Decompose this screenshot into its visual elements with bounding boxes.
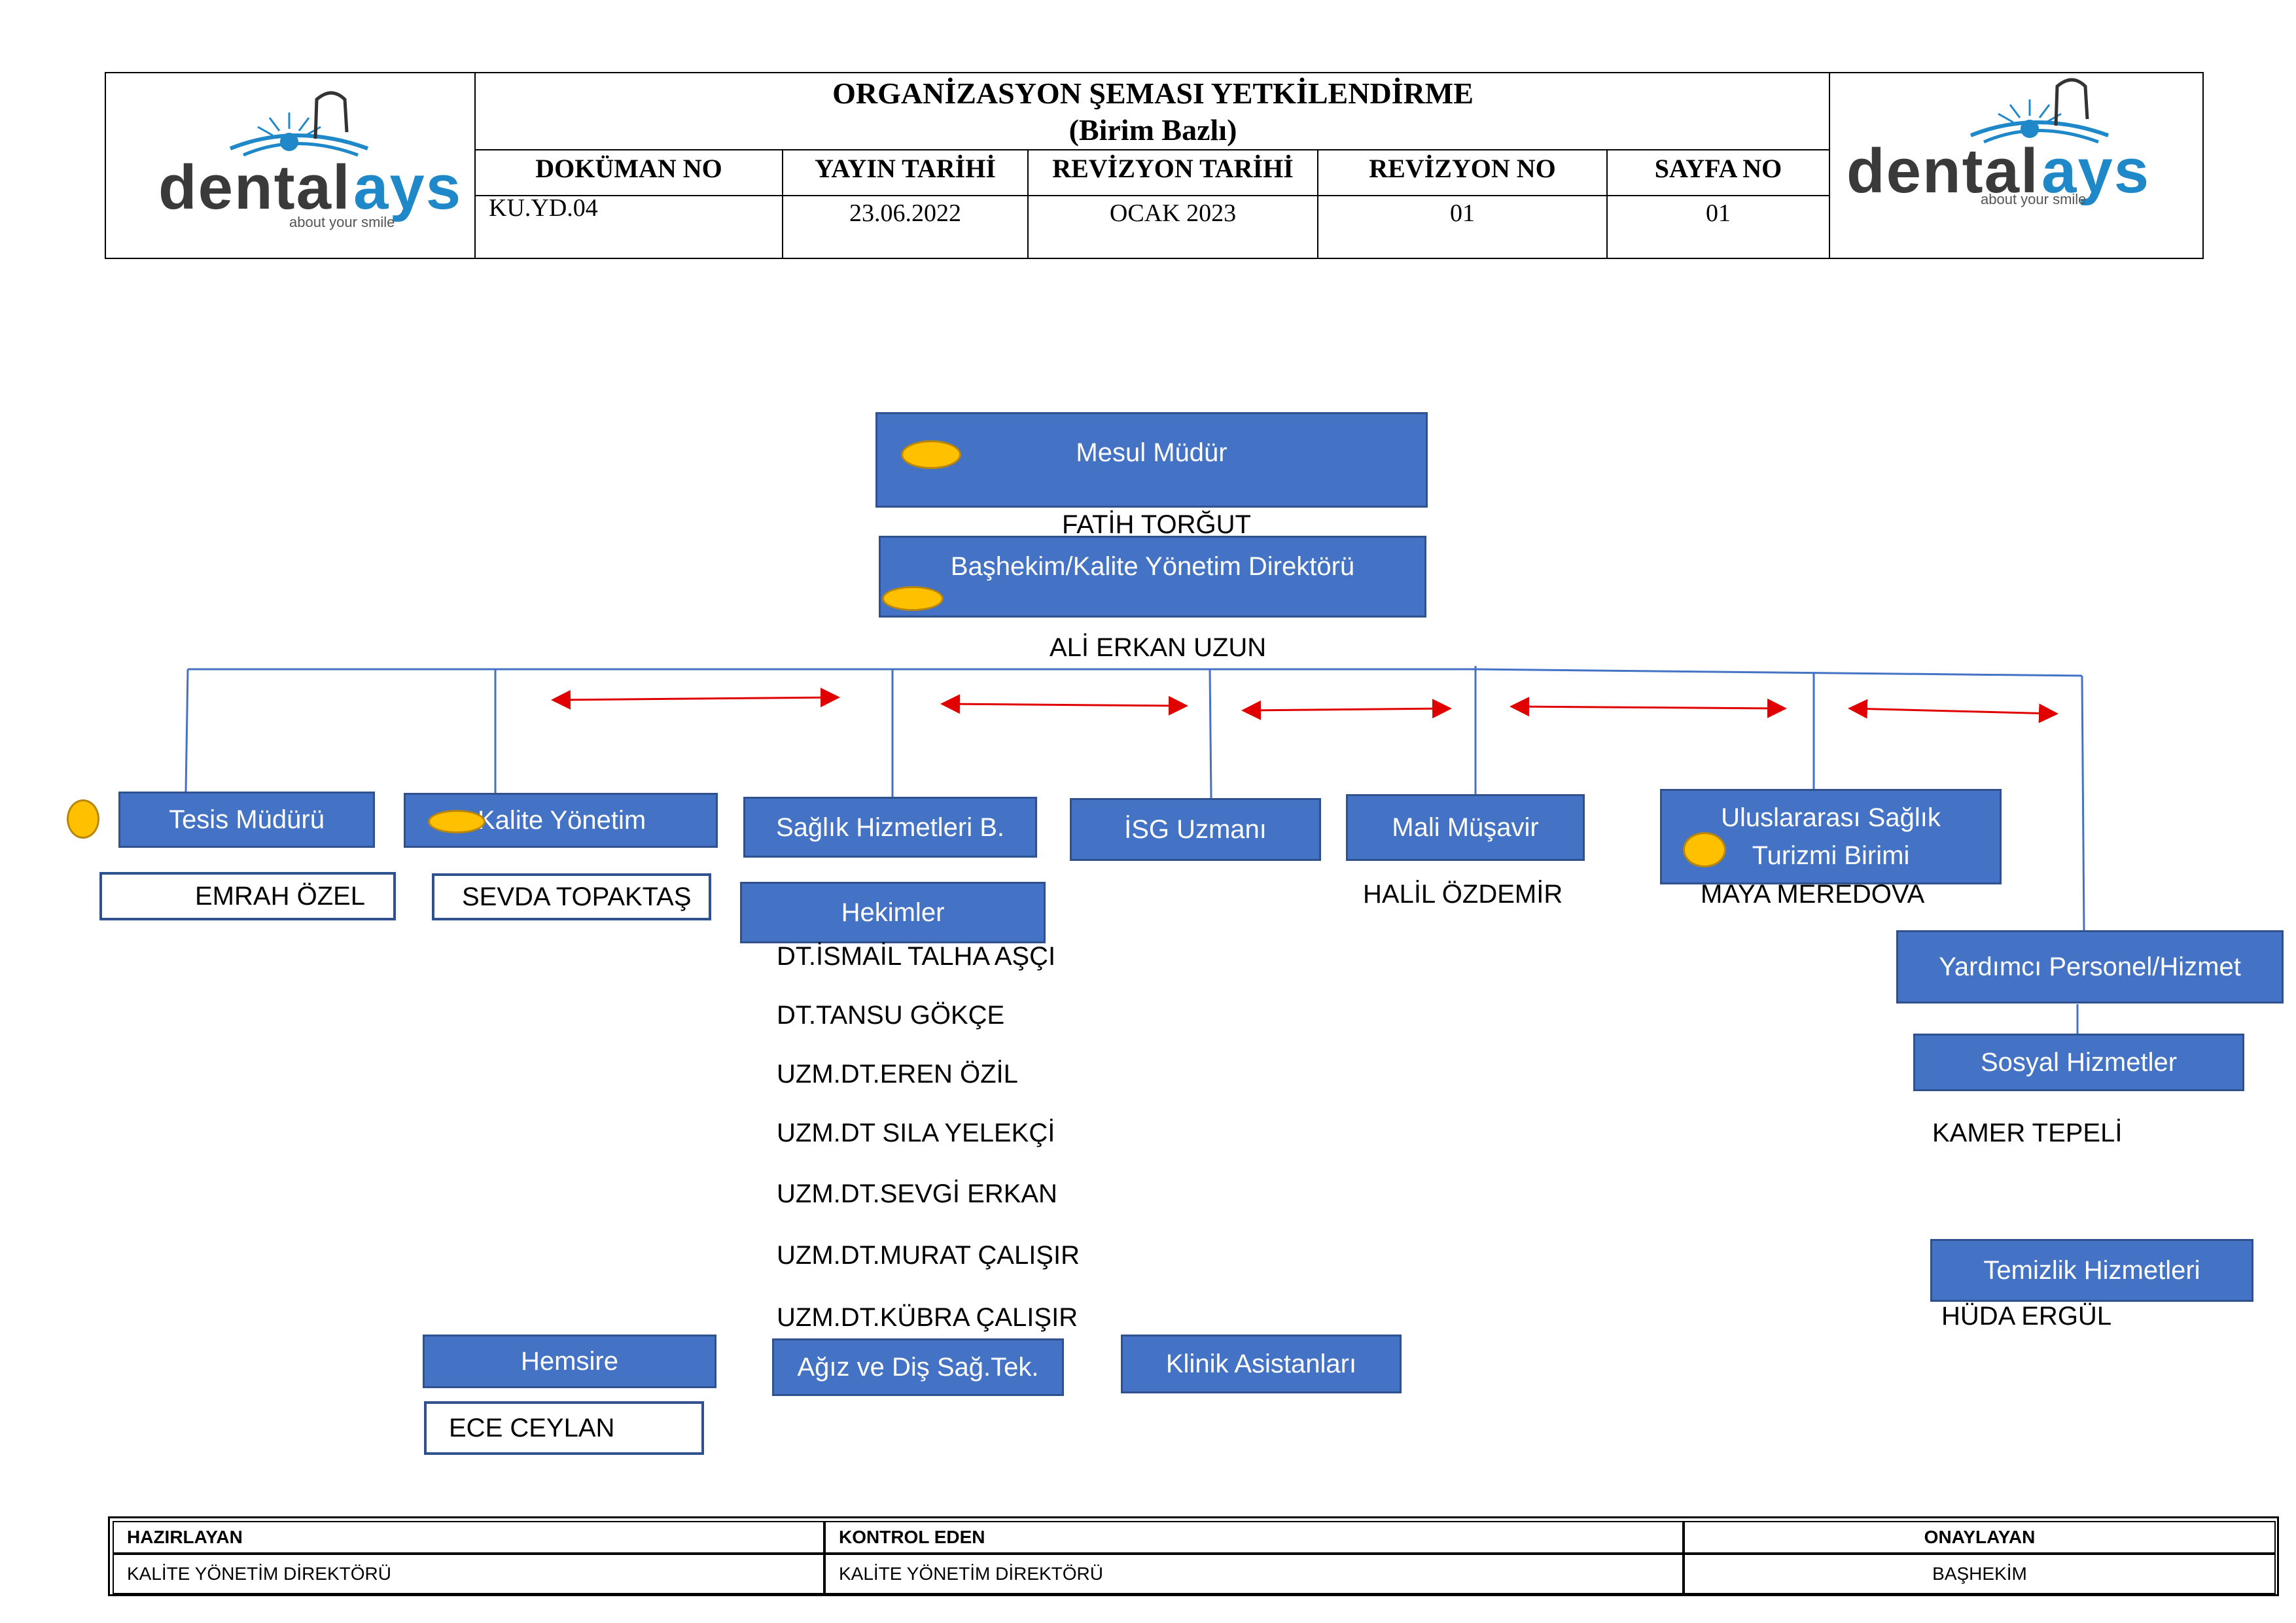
hekim-member: UZM.DT SILA YELEKÇİ — [777, 1119, 1055, 1147]
mesul-mudur-name: FATİH TORĞUT — [1062, 510, 1251, 539]
right-logo: dental ays about your smile — [1840, 73, 2200, 243]
tesis-muduru-box: Tesis Müdürü — [118, 792, 375, 848]
hekim-member: DT.TANSU GÖKÇE — [777, 1001, 1005, 1030]
controlled-label: KONTROL EDEN — [824, 1521, 1684, 1554]
uluslararasi-title-line2: Turizmi Birimi — [1752, 841, 1910, 870]
agiz-dis-box: Ağız ve Diş Sağ.Tek. — [772, 1338, 1064, 1396]
bashekim-name: ALİ ERKAN UZUN — [1050, 633, 1267, 662]
temizlik-hizmetleri-name: HÜDA ERGÜL — [1941, 1302, 2112, 1331]
page-no-value: 01 — [1706, 200, 1731, 227]
controlled-value: KALİTE YÖNETİM DİREKTÖRÜ — [824, 1554, 1684, 1594]
uluslararasi-box: Uluslararası Sağlık Turizmi Birimi — [1660, 789, 2002, 884]
logo-word-blue: ays — [353, 152, 463, 222]
hemsire-name-box: ECE CEYLAN — [424, 1401, 704, 1455]
prepared-value: KALİTE YÖNETİM DİREKTÖRÜ — [113, 1554, 824, 1594]
yardimci-personel-box: Yardımcı Personel/Hizmet — [1896, 930, 2284, 1003]
hemsire-name: ECE CEYLAN — [449, 1413, 615, 1442]
saglik-hizmetleri-box: Sağlık Hizmetleri B. — [743, 797, 1037, 858]
revision-no-label: REVİZYON NO — [1369, 154, 1556, 183]
document-title: ORGANİZASYON ŞEMASI YETKİLENDİRME — [832, 77, 1474, 110]
hekim-member: DT.İSMAİL TALHA AŞÇI — [777, 942, 1056, 971]
left-logo: dental ays about your smile — [132, 80, 461, 250]
kalite-yonetim-name-box: SEVDA TOPAKTAŞ — [432, 873, 711, 920]
revision-date-label: REVİZYON TARİHİ — [1052, 154, 1294, 183]
hekimler-box: Hekimler — [740, 882, 1046, 943]
document-subtitle: (Birim Bazlı) — [1069, 113, 1237, 147]
role-marker-icon — [901, 440, 961, 469]
role-marker-icon — [428, 810, 486, 833]
doc-no-value: KU.YD.04 — [489, 194, 598, 222]
hekimler-title: Hekimler — [841, 898, 945, 927]
sosyal-hizmetler-box: Sosyal Hizmetler — [1913, 1034, 2244, 1091]
temizlik-hizmetleri-title: Temizlik Hizmetleri — [1983, 1256, 2200, 1285]
bashekim-box: Başhekim/Kalite Yönetim Direktörü — [879, 536, 1426, 618]
mali-musavir-box: Mali Müşavir — [1346, 794, 1585, 861]
kalite-yonetim-name: SEVDA TOPAKTAŞ — [462, 882, 692, 911]
role-marker-icon — [882, 586, 944, 611]
mali-musavir-title: Mali Müşavir — [1392, 813, 1539, 842]
page-no-label: SAYFA NO — [1654, 154, 1782, 183]
prepared-label: HAZIRLAYAN — [113, 1521, 824, 1554]
isg-uzmani-title: İSG Uzmanı — [1124, 815, 1267, 844]
tesis-muduru-name-box: EMRAH ÖZEL — [99, 872, 396, 920]
yardimci-personel-title: Yardımcı Personel/Hizmet — [1939, 952, 2241, 981]
klinik-asistanlari-box: Klinik Asistanları — [1121, 1335, 1402, 1393]
hekim-member: UZM.DT.SEVGİ ERKAN — [777, 1179, 1057, 1208]
mesul-mudur-box: Mesul Müdür — [875, 412, 1428, 508]
tooth-sun-icon — [1969, 78, 2110, 144]
logo-word-dark: dental — [158, 152, 351, 222]
document-header: dental ays about your smile ORGANİZASYON… — [105, 72, 2204, 259]
mesul-mudur-title: Mesul Müdür — [1076, 438, 1227, 467]
publish-date-value: 23.06.2022 — [849, 200, 961, 227]
saglik-hizmetleri-title: Sağlık Hizmetleri B. — [776, 812, 1004, 842]
approved-value: BAŞHEKİM — [1684, 1554, 2276, 1594]
sosyal-hizmetler-title: Sosyal Hizmetler — [1980, 1048, 2178, 1077]
doc-no-label: DOKÜMAN NO — [535, 154, 722, 183]
logo-word-dark: dental — [1846, 136, 2040, 206]
hekim-member: UZM.DT.KÜBRA ÇALIŞIR — [777, 1303, 1078, 1332]
bashekim-title: Başhekim/Kalite Yönetim Direktörü — [950, 552, 1355, 581]
hekim-member: UZM.DT.MURAT ÇALIŞIR — [777, 1241, 1080, 1270]
approval-table: HAZIRLAYAN KONTROL EDEN ONAYLAYAN KALİTE… — [108, 1516, 2279, 1596]
logo-word-blue: ays — [2041, 136, 2151, 206]
temizlik-hizmetleri-box: Temizlik Hizmetleri — [1930, 1239, 2253, 1302]
approved-label: ONAYLAYAN — [1684, 1521, 2276, 1554]
uluslararasi-name: MAYA MEREDOVA — [1701, 880, 1925, 909]
role-marker-icon — [1683, 832, 1726, 867]
hemsire-box: Hemsire — [423, 1335, 716, 1388]
revision-no-value: 01 — [1450, 200, 1475, 227]
logo-tagline: about your smile — [1981, 191, 2087, 207]
mali-musavir-name: HALİL ÖZDEMİR — [1363, 880, 1563, 909]
klinik-asistanlari-title: Klinik Asistanları — [1165, 1350, 1357, 1378]
agiz-dis-title: Ağız ve Diş Sağ.Tek. — [797, 1353, 1039, 1382]
revision-date-value: OCAK 2023 — [1109, 200, 1237, 227]
sosyal-hizmetler-name: KAMER TEPELİ — [1932, 1119, 2123, 1147]
tooth-sun-icon — [229, 91, 369, 157]
hemsire-title: Hemsire — [521, 1347, 618, 1376]
isg-uzmani-box: İSG Uzmanı — [1070, 798, 1321, 861]
role-marker-icon — [67, 799, 99, 839]
hekim-member: UZM.DT.EREN ÖZİL — [777, 1060, 1018, 1089]
logo-tagline: about your smile — [289, 214, 395, 230]
kalite-yonetim-title: Kalite Yönetim — [478, 806, 646, 835]
tesis-muduru-title: Tesis Müdürü — [169, 805, 325, 834]
uluslararasi-title-line1: Uluslararası Sağlık — [1721, 803, 1941, 832]
publish-date-label: YAYIN TARİHİ — [815, 154, 996, 183]
tesis-muduru-name: EMRAH ÖZEL — [195, 881, 366, 911]
